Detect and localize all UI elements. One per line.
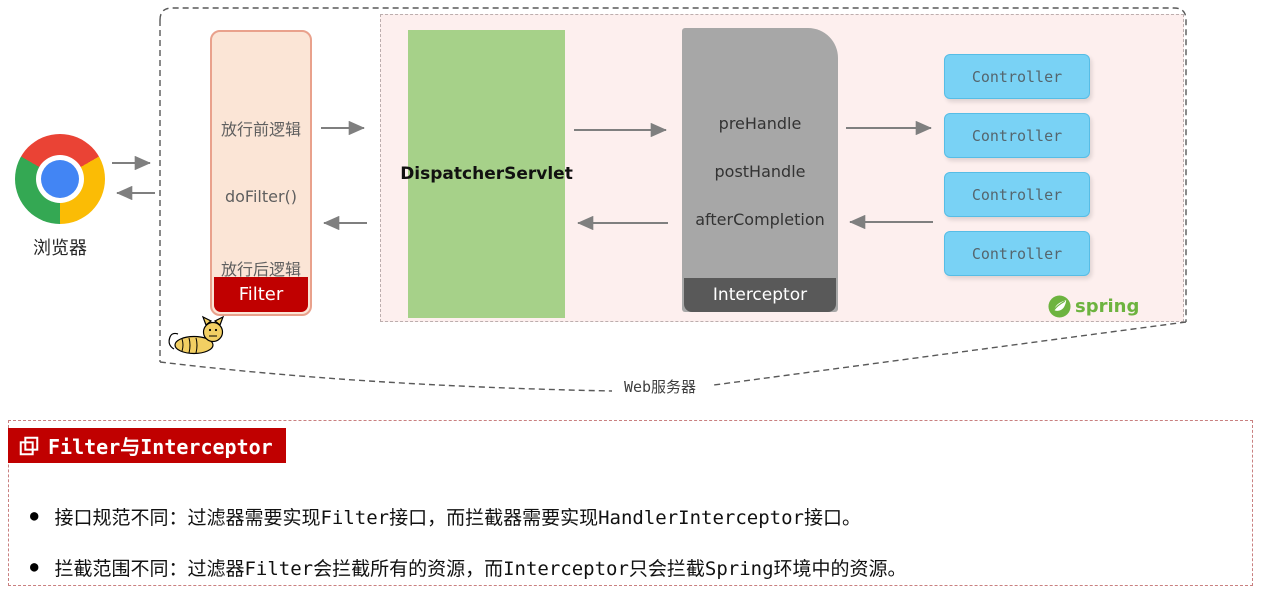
bullet-icon: ●	[30, 508, 39, 524]
filter-line-dofilter: doFilter()	[224, 187, 298, 206]
notes-panel	[8, 420, 1253, 586]
note-bullet-text: 接口规范不同：过滤器需要实现Filter接口，而拦截器需要实现HandlerIn…	[54, 507, 861, 529]
chrome-browser-icon	[15, 134, 105, 224]
notes-title: Filter与Interceptor	[48, 435, 273, 459]
filter-badge: Filter	[214, 277, 308, 312]
interceptor-prehandle: preHandle	[718, 114, 802, 133]
spring-leaf-icon	[1048, 294, 1071, 318]
spring-logo: spring	[1048, 293, 1139, 319]
controller-box: Controller	[944, 231, 1090, 276]
dispatcher-servlet-box: DispatcherServlet	[400, 30, 573, 318]
note-bullet-item: ● 接口规范不同：过滤器需要实现Filter接口，而拦截器需要实现Handler…	[30, 503, 861, 530]
web-server-label: Web服务器	[623, 378, 697, 396]
interceptor-posthandle: postHandle	[714, 162, 806, 181]
tomcat-logo-icon	[168, 315, 225, 355]
window-icon	[19, 436, 39, 455]
filter-line-after: 放行后逻辑	[220, 260, 301, 279]
filter-line-before: 放行前逻辑	[220, 120, 301, 139]
controller-box: Controller	[944, 54, 1090, 99]
filter-box: 放行前逻辑 doFilter() 放行后逻辑 Filter	[210, 30, 312, 316]
controller-box: Controller	[944, 172, 1090, 217]
interceptor-box: preHandle postHandle afterCompletion Int…	[682, 28, 838, 312]
note-bullet-text: 拦截范围不同：过滤器Filter会拦截所有的资源，而Interceptor只会拦…	[54, 558, 907, 580]
controller-box: Controller	[944, 113, 1090, 158]
interceptor-badge: Interceptor	[684, 278, 836, 312]
interceptor-aftercompletion: afterCompletion	[695, 210, 825, 229]
spring-logo-label: spring	[1075, 295, 1140, 317]
browser-label: 浏览器	[33, 238, 87, 259]
note-bullet-item: ● 拦截范围不同：过滤器Filter会拦截所有的资源，而Interceptor只…	[30, 554, 907, 581]
notes-title-banner: Filter与Interceptor	[8, 428, 286, 463]
bullet-icon: ●	[30, 559, 39, 575]
